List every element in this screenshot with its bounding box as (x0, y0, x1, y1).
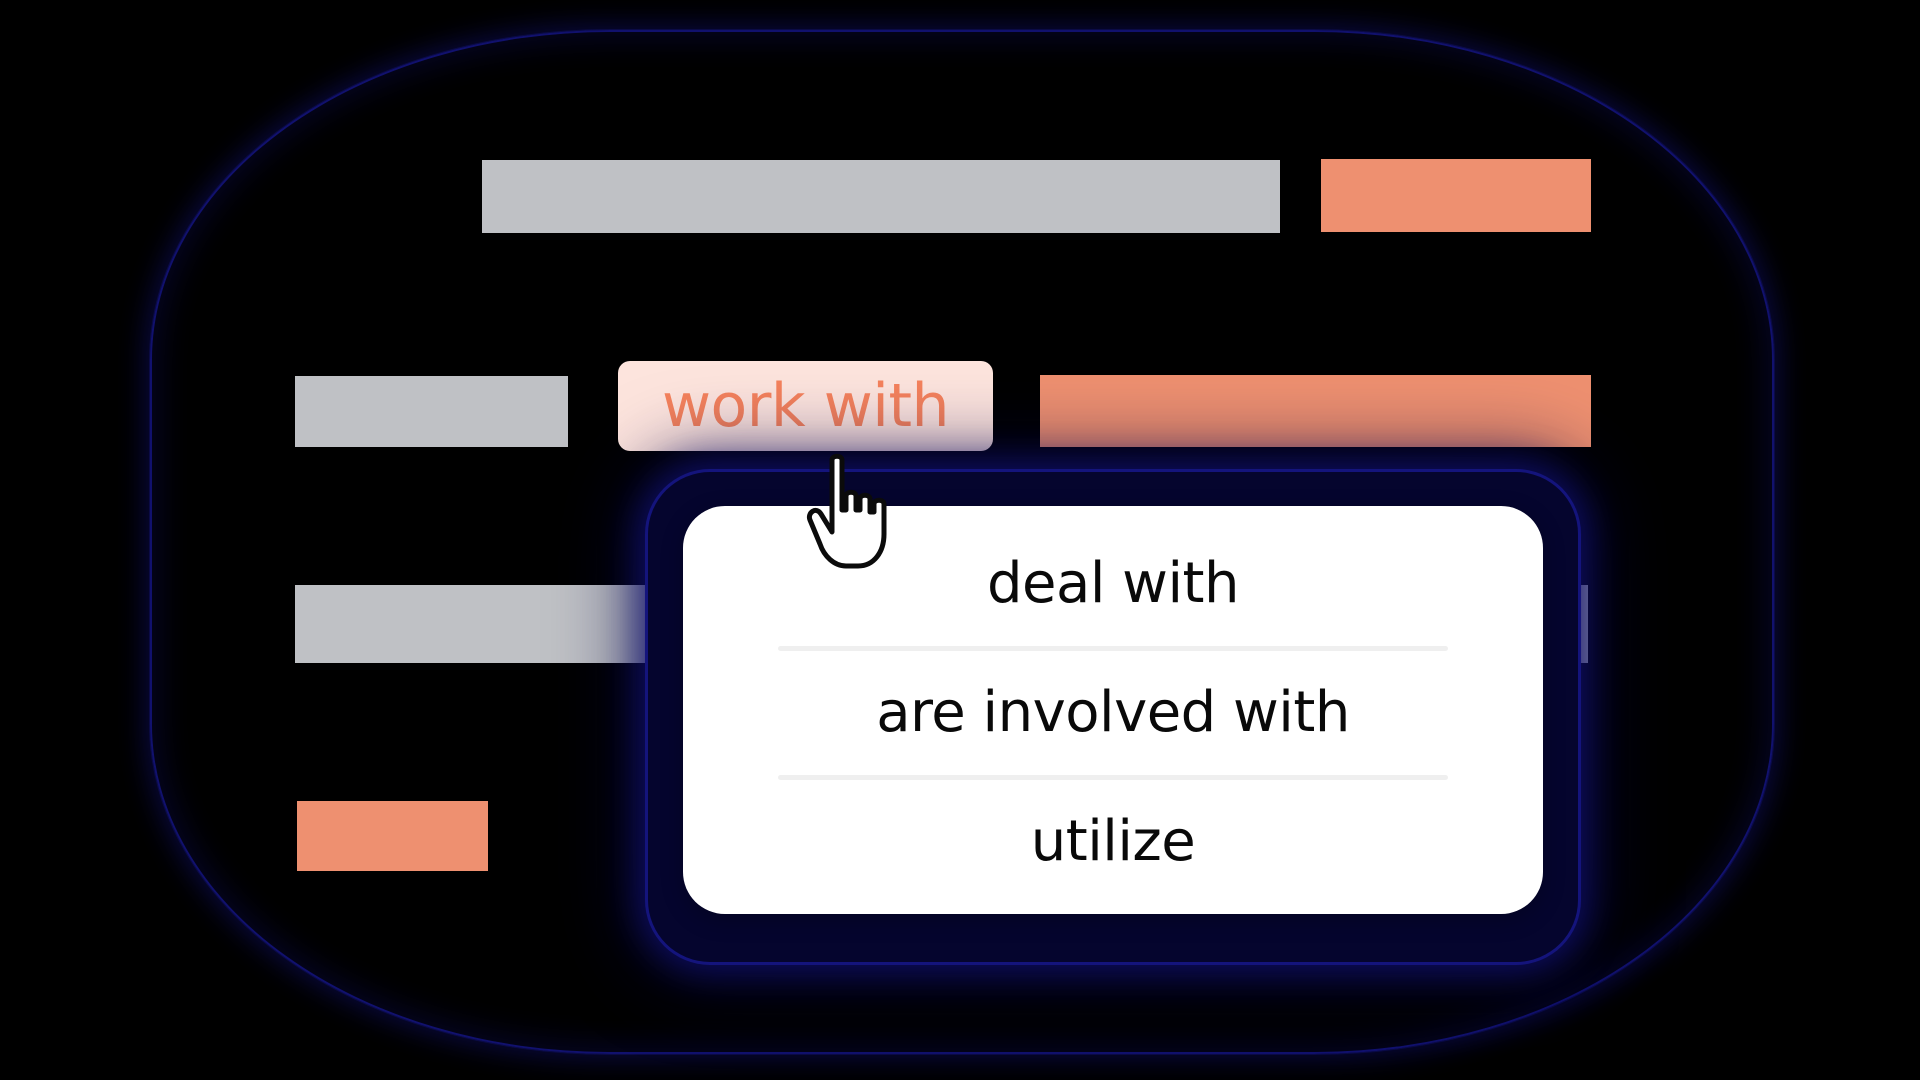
suggestion-utilize[interactable]: utilize (1030, 809, 1196, 874)
suggestion-are-involved-with[interactable]: are involved with (876, 680, 1350, 745)
selected-phrase-chip[interactable]: work with (618, 361, 993, 451)
redacted-text-bar (1040, 375, 1591, 447)
redacted-text-bar (295, 376, 568, 447)
suggestions-divider (778, 775, 1448, 780)
redacted-text-bar (1543, 585, 1588, 663)
suggestions-divider (778, 646, 1448, 651)
redacted-text-bar (1321, 159, 1591, 232)
suggestion-deal-with[interactable]: deal with (987, 551, 1239, 616)
redacted-text-bar (482, 160, 1280, 233)
redacted-text-bar (297, 801, 488, 871)
suggestions-popup[interactable]: deal with are involved with utilize (683, 506, 1543, 914)
